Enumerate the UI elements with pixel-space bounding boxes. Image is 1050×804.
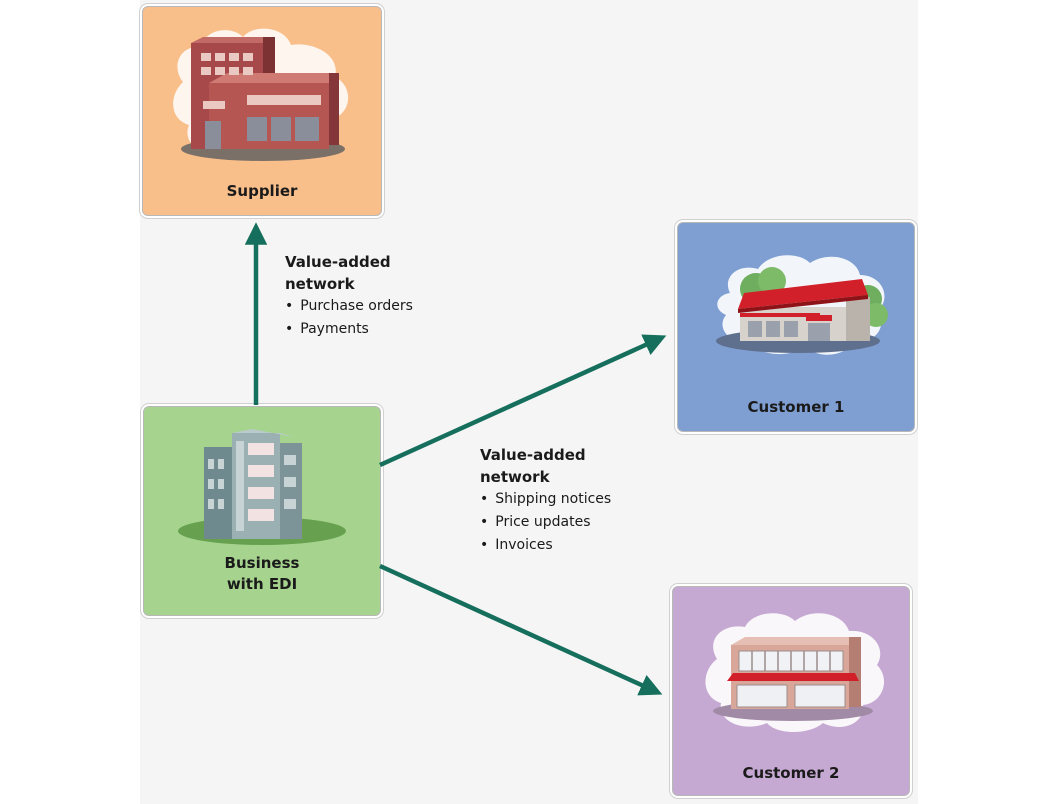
supplier-label: Supplier xyxy=(226,182,298,200)
customer-network-list: Shipping notices Price updates Invoices xyxy=(480,488,611,557)
list-item: Invoices xyxy=(480,534,611,557)
customer-1-label: Customer 1 xyxy=(747,398,845,416)
supplier-network-title-line1: Value-added xyxy=(285,253,391,271)
supplier-network-list: Purchase orders Payments xyxy=(285,295,413,341)
supplier-node: Supplier xyxy=(142,6,382,216)
office-building-icon xyxy=(178,429,346,545)
customer-2-node: Customer 2 xyxy=(672,586,910,796)
customer-1-node: Customer 1 xyxy=(677,222,915,432)
list-item: Payments xyxy=(285,318,413,341)
arrow-to-customer-1 xyxy=(379,334,667,468)
business-label-line1: Business xyxy=(224,554,300,572)
arrow-to-customer-2 xyxy=(379,563,663,696)
shop-building-icon xyxy=(705,613,885,732)
supplier-network-title-line2: network xyxy=(285,275,355,293)
list-item: Price updates xyxy=(480,511,611,534)
customer-network-title-line2: network xyxy=(480,468,550,486)
customer-2-label: Customer 2 xyxy=(742,764,840,782)
list-item: Purchase orders xyxy=(285,295,413,318)
customer-network-title-line1: Value-added xyxy=(480,446,586,464)
factory-building-icon xyxy=(173,28,349,161)
supplier-network-note: Value-added network Purchase orders Paym… xyxy=(285,251,413,341)
business-node: Business with EDI xyxy=(143,406,381,616)
list-item: Shipping notices xyxy=(480,488,611,511)
business-label-line2: with EDI xyxy=(226,575,298,593)
store-building-icon xyxy=(716,255,888,355)
customer-network-note: Value-added network Shipping notices Pri… xyxy=(480,444,611,557)
